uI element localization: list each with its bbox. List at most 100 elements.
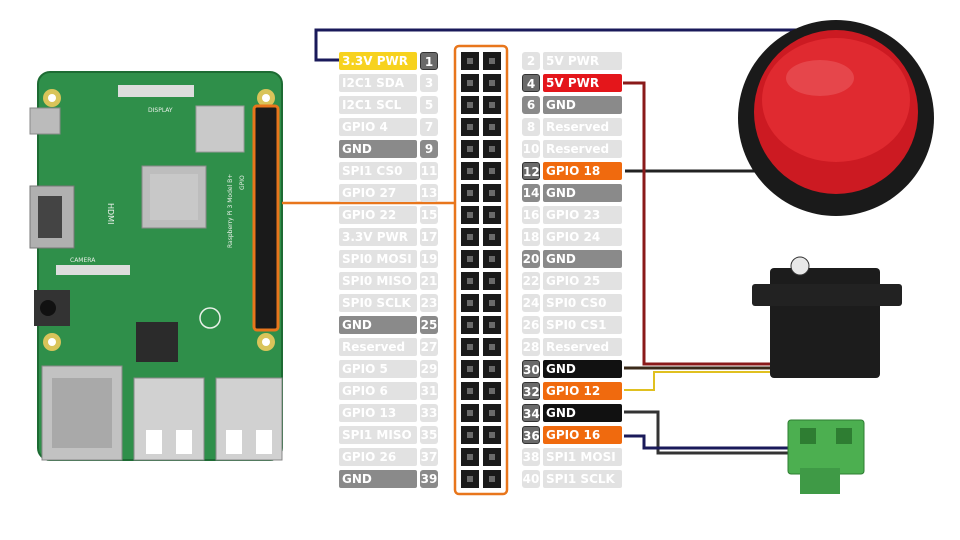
wire-gnd34-to-connector bbox=[624, 410, 790, 455]
pin-number: 40 bbox=[522, 470, 540, 488]
camera-connector bbox=[56, 265, 130, 275]
pin-label: SPI1 MISO bbox=[339, 426, 417, 444]
pin-number: 12 bbox=[522, 162, 540, 180]
header-pin-tip bbox=[489, 124, 495, 130]
hdmi-silkscreen: HDMI bbox=[106, 203, 115, 224]
pin-number: 13 bbox=[420, 184, 438, 202]
pin-number: 10 bbox=[522, 140, 540, 158]
servo-motor bbox=[752, 256, 902, 378]
model-silkscreen: Raspberry Pi 3 Model B+ bbox=[227, 174, 234, 248]
pin-number: 20 bbox=[522, 250, 540, 268]
pin-label: 3.3V PWR bbox=[339, 228, 417, 246]
header-pin-tip bbox=[467, 256, 473, 262]
pin-label: GPIO 22 bbox=[339, 206, 417, 224]
pin-number: 19 bbox=[420, 250, 438, 268]
header-pin-tip bbox=[467, 410, 473, 416]
pin-label: GPIO 26 bbox=[339, 448, 417, 466]
pin-number: 32 bbox=[522, 382, 540, 400]
pin-label: SPI1 CS0 bbox=[339, 162, 417, 180]
pin-number: 22 bbox=[522, 272, 540, 290]
header-pin-tip bbox=[467, 234, 473, 240]
pin-number: 23 bbox=[420, 294, 438, 312]
pin-number: 30 bbox=[522, 360, 540, 378]
pin-label: GND bbox=[339, 470, 417, 488]
header-pin-tip bbox=[489, 410, 495, 416]
header-pin-tip bbox=[489, 344, 495, 350]
pin-label: GND bbox=[339, 316, 417, 334]
pin-label: GPIO 5 bbox=[339, 360, 417, 378]
pin-label: GPIO 4 bbox=[339, 118, 417, 136]
pin-label: SPI0 CS0 bbox=[543, 294, 622, 312]
pin-label: GPIO 6 bbox=[339, 382, 417, 400]
raspberry-logo bbox=[199, 307, 221, 329]
pin-label: Reserved bbox=[543, 140, 622, 158]
terminal-block bbox=[787, 419, 865, 494]
pin-number: 2 bbox=[522, 52, 540, 70]
pin-number: 29 bbox=[420, 360, 438, 378]
pin-label: GND bbox=[543, 96, 622, 114]
pin-label: GND bbox=[543, 184, 622, 202]
pin-number: 37 bbox=[420, 448, 438, 466]
pin-number: 35 bbox=[420, 426, 438, 444]
header-pin-tip bbox=[467, 190, 473, 196]
header-pin-tip bbox=[489, 212, 495, 218]
pin-label: Reserved bbox=[339, 338, 417, 356]
wire-gpio16-to-connector bbox=[624, 434, 790, 450]
pin-label: GPIO 12 bbox=[543, 382, 622, 400]
header-pin-tip bbox=[489, 102, 495, 108]
pin-number: 17 bbox=[420, 228, 438, 246]
pin-label: GND bbox=[543, 250, 622, 268]
header-pin-tip bbox=[467, 124, 473, 130]
pin-label: GPIO 24 bbox=[543, 228, 622, 246]
pin-label: GPIO 27 bbox=[339, 184, 417, 202]
pin-number: 9 bbox=[420, 140, 438, 158]
pin-number: 24 bbox=[522, 294, 540, 312]
pin-number: 31 bbox=[420, 382, 438, 400]
header-pin-tip bbox=[467, 146, 473, 152]
pin-label: I2C1 SCL bbox=[339, 96, 417, 114]
header-pin-tip bbox=[467, 168, 473, 174]
pin-number: 38 bbox=[522, 448, 540, 466]
pin-number: 11 bbox=[420, 162, 438, 180]
gpio-silkscreen: GPIO bbox=[239, 175, 246, 190]
pin-label: GND bbox=[543, 360, 622, 378]
display-connector bbox=[118, 85, 194, 97]
pin-number: 4 bbox=[522, 74, 540, 92]
header-pin-tip bbox=[489, 366, 495, 372]
header-pin-tip bbox=[467, 366, 473, 372]
header-pin-tip bbox=[489, 278, 495, 284]
pin-label: 3.3V PWR bbox=[339, 52, 417, 70]
header-pin-tip bbox=[467, 432, 473, 438]
pin-number: 1 bbox=[420, 52, 438, 70]
usb-controller-chip bbox=[136, 322, 178, 362]
board-gpio-header bbox=[252, 104, 280, 332]
pin-number: 6 bbox=[522, 96, 540, 114]
header-pin-tip bbox=[489, 476, 495, 482]
header-pin-tip bbox=[467, 454, 473, 460]
header-pin-tip bbox=[467, 80, 473, 86]
pin-label: SPI0 CS1 bbox=[543, 316, 622, 334]
wifi-chip bbox=[195, 105, 245, 153]
pin-number: 15 bbox=[420, 206, 438, 224]
pin-number: 27 bbox=[420, 338, 438, 356]
pin-label: Reserved bbox=[543, 338, 622, 356]
pin-label: GND bbox=[543, 404, 622, 422]
pin-number: 36 bbox=[522, 426, 540, 444]
header-pin-tip bbox=[489, 322, 495, 328]
pin-number: 34 bbox=[522, 404, 540, 422]
header-pin-tip bbox=[467, 58, 473, 64]
pin-label: GND bbox=[339, 140, 417, 158]
pin-number: 7 bbox=[420, 118, 438, 136]
pin-number: 8 bbox=[522, 118, 540, 136]
pin-number: 14 bbox=[522, 184, 540, 202]
pin-number: 28 bbox=[522, 338, 540, 356]
pin-number: 26 bbox=[522, 316, 540, 334]
header-pin-tip bbox=[467, 278, 473, 284]
pin-label: Reserved bbox=[543, 118, 622, 136]
pin-number: 21 bbox=[420, 272, 438, 290]
pin-label: GPIO 16 bbox=[543, 426, 622, 444]
pin-number: 16 bbox=[522, 206, 540, 224]
header-outline bbox=[453, 44, 509, 496]
header-pin-tip bbox=[467, 344, 473, 350]
